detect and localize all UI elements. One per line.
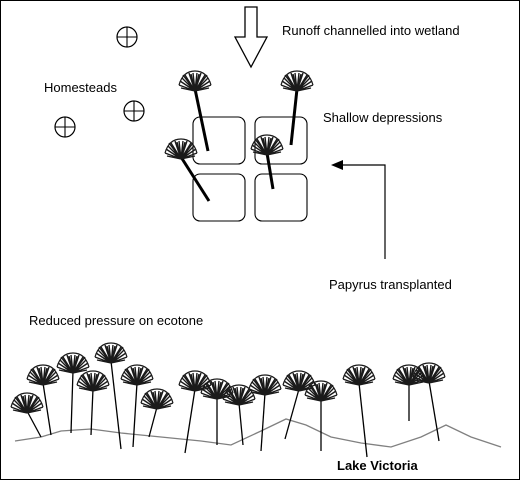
runoff-arrow-icon [233, 6, 269, 69]
homestead-icon [116, 26, 138, 48]
depression-box [254, 173, 308, 222]
papyrus-label: Papyrus transplanted [329, 277, 452, 292]
runoff-label: Runoff channelled into wetland [282, 23, 460, 38]
fringe-papyrus [10, 342, 446, 458]
homesteads-label: Homesteads [44, 80, 117, 95]
homestead-icon [54, 116, 76, 138]
ecotone-label: Reduced pressure on ecotone [29, 313, 204, 328]
shoreline [14, 418, 502, 448]
callout-arrow-icon [331, 160, 386, 259]
depression-box [192, 173, 246, 222]
depression-grid [192, 116, 308, 222]
depression-box [192, 116, 246, 165]
lake-label: Lake Victoria [337, 458, 418, 473]
depressions-label: Shallow depressions [323, 110, 443, 125]
transplanted-papyrus [164, 70, 314, 202]
homestead-icon [123, 100, 145, 122]
